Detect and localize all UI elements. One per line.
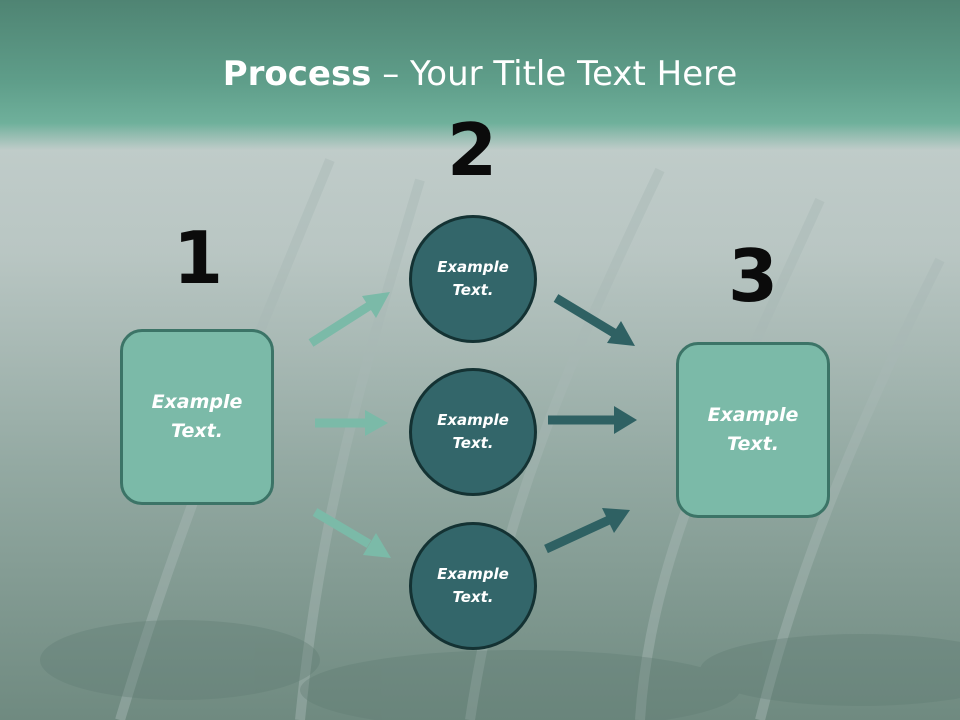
step2-circle-top-text: Example Text. — [437, 258, 509, 299]
step-number-1: 1 — [172, 216, 224, 300]
step2-circle-middle: Example Text. — [409, 368, 537, 496]
title-bold: Process — [222, 54, 372, 94]
arrow-step1-to-middle — [315, 410, 388, 436]
arrow-step1-to-bottom — [312, 508, 391, 558]
arrow-step1-to-top — [308, 292, 390, 347]
slide-title: Process – Your Title Text Here — [0, 52, 960, 96]
arrow-middle-to-step3 — [548, 406, 637, 434]
step3-box-text: Example Text. — [707, 404, 799, 455]
step2-circle-middle-text: Example Text. — [437, 411, 509, 452]
header-band — [0, 0, 960, 150]
step2-circle-bottom-text: Example Text. — [437, 565, 509, 606]
step2-circle-top: Example Text. — [409, 215, 537, 343]
step2-circle-bottom: Example Text. — [409, 522, 537, 650]
arrow-top-to-step3 — [553, 294, 635, 346]
step-number-3: 3 — [727, 234, 779, 318]
arrow-bottom-to-step3 — [544, 508, 630, 554]
step3-box: Example Text. — [676, 342, 830, 518]
step1-box-text: Example Text. — [151, 391, 243, 442]
step1-box: Example Text. — [120, 329, 274, 505]
title-rest: – Your Title Text Here — [371, 54, 738, 94]
step-number-2: 2 — [446, 108, 498, 192]
